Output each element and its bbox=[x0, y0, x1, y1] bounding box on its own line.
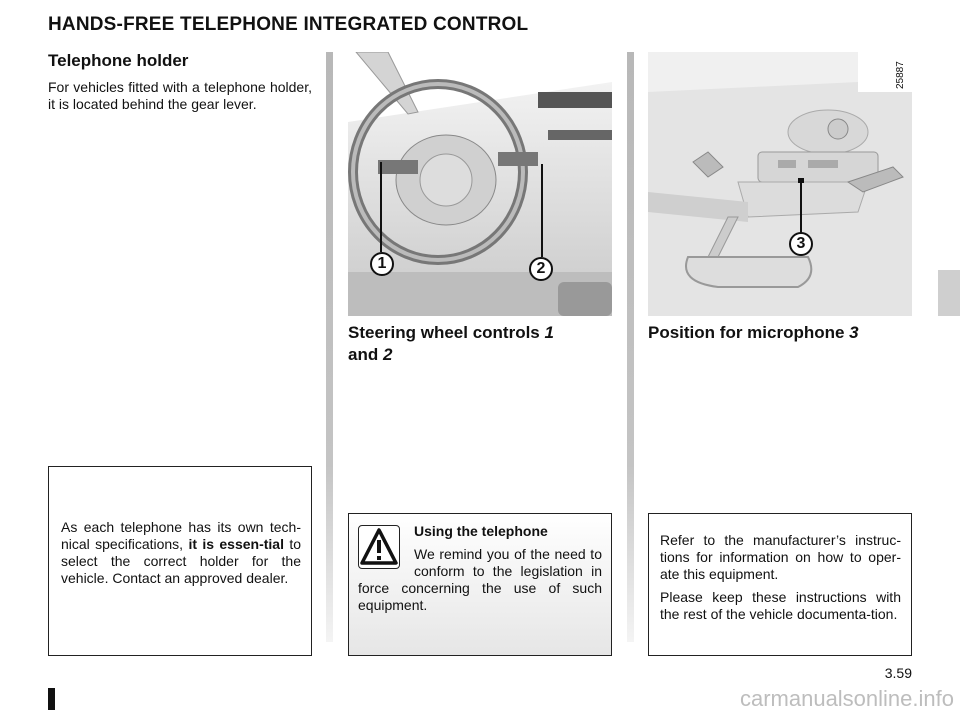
callout-2: 2 bbox=[529, 257, 553, 281]
microphone-caption: Position for microphone 3 bbox=[648, 323, 859, 342]
warning-title: Using the telephone bbox=[414, 523, 548, 539]
column-divider bbox=[326, 52, 333, 642]
watermark: carmanualsonline.info bbox=[739, 686, 954, 710]
overhead-console-illustration bbox=[648, 52, 912, 316]
callout-3: 3 bbox=[789, 232, 813, 256]
note-text: to select the correct holder for the veh… bbox=[61, 536, 301, 586]
column-divider bbox=[627, 52, 634, 642]
note-paragraph-2: Please keep these instructions with the … bbox=[660, 589, 901, 622]
section-heading-telephone-holder: Telephone holder bbox=[48, 51, 189, 70]
callout-1: 1 bbox=[370, 252, 394, 276]
section-tab-marker bbox=[938, 270, 960, 316]
warning-box-using-telephone: Using the telephone We remind you of the… bbox=[348, 513, 612, 656]
warning-text: We remind you of the need to conform to … bbox=[358, 546, 602, 613]
figure-reference-code: 25887 bbox=[895, 61, 906, 89]
telephone-holder-text: For vehicles fitted with a telephone hol… bbox=[48, 79, 312, 112]
page-title: HANDS-FREE TELEPHONE INTEGRATED CONTROL bbox=[48, 14, 529, 35]
warning-triangle-icon bbox=[358, 525, 400, 569]
microphone-figure: 25887 3 bbox=[648, 52, 912, 316]
page-number: 3.59 bbox=[884, 665, 912, 681]
note-box-manufacturer-instructions: Refer to the manufacturer’s instruc-tion… bbox=[648, 513, 912, 656]
note-paragraph-1: Refer to the manufacturer’s instruc-tion… bbox=[660, 532, 901, 582]
note-emphasis: it is essen-tial bbox=[188, 536, 284, 552]
note-box-specifications: As each telephone has its own tech-nical… bbox=[48, 466, 312, 656]
chapter-bar bbox=[48, 688, 55, 710]
steering-wheel-figure: 1 2 bbox=[348, 52, 612, 316]
note-text: As each telephone has its own tech-nical… bbox=[61, 519, 301, 552]
steering-wheel-illustration bbox=[348, 52, 612, 316]
